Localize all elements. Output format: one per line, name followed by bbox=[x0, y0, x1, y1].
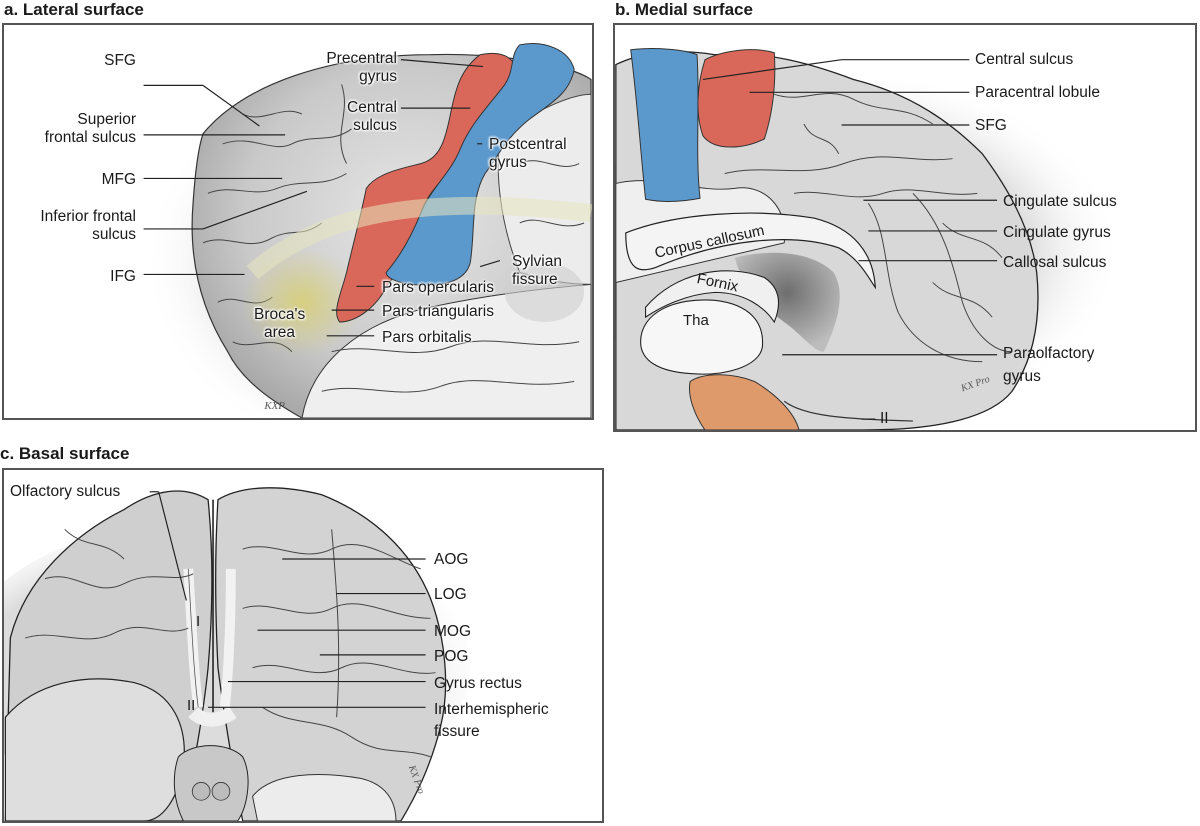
mammillary-body-left bbox=[191, 782, 211, 801]
corpus-callosum bbox=[625, 212, 877, 290]
label-mog: MOG bbox=[434, 623, 472, 640]
label-thalamus: Tha bbox=[683, 312, 709, 329]
label-sfg-medial: SFG bbox=[975, 117, 1007, 134]
lateral-leader-lines bbox=[143, 59, 501, 337]
olfactory-tract-outline bbox=[187, 568, 199, 708]
lateral-surface-panel: KXP SFG Superior frontal sulcus MFG Infe… bbox=[2, 23, 594, 420]
label-superior-frontal-sulcus-line2: frontal sulcus bbox=[44, 129, 136, 146]
label-inferior-frontal-sulcus-line2: sulcus bbox=[92, 226, 136, 243]
left-temporal-pole bbox=[4, 678, 185, 821]
label-brocas-area-line2: area bbox=[264, 324, 296, 341]
label-optic-nerve-ii: II bbox=[880, 410, 889, 427]
basal-brain-illustration: KX Pro bbox=[4, 487, 471, 821]
basal-panel-title: c. Basal surface bbox=[0, 444, 130, 463]
label-superior-frontal-sulcus-line1: Superior bbox=[77, 111, 136, 128]
optic-chiasm bbox=[188, 706, 237, 727]
medial-sulci bbox=[724, 93, 1012, 363]
label-mfg: MFG bbox=[101, 171, 136, 188]
basal-sulci bbox=[25, 528, 436, 758]
label-brocas-area-line1: Broca's bbox=[254, 306, 306, 323]
label-inferior-frontal-sulcus-line1: Inferior frontal bbox=[40, 208, 136, 225]
basal-surface-panel: KX Pro Olfactory sulcus AOG LOG MOG POG … bbox=[2, 468, 604, 823]
label-pars-orbitalis: Pars orbitalis bbox=[382, 329, 472, 346]
label-precentral-gyrus-line1: Precentral bbox=[326, 50, 397, 67]
artist-signature: KXP bbox=[263, 400, 285, 412]
medial-panel-title: b. Medial surface bbox=[615, 0, 753, 19]
medial-surface-panel: KX Pro Central sulcus Paracentral lobule… bbox=[613, 23, 1197, 432]
brainstem bbox=[173, 745, 249, 821]
label-sfg: SFG bbox=[104, 52, 136, 69]
label-paraolfactory-gyrus-line2: gyrus bbox=[1003, 368, 1041, 385]
optic-nerve bbox=[783, 400, 913, 422]
label-gyrus-rectus: Gyrus rectus bbox=[434, 675, 522, 692]
medial-brain-illustration: KX Pro bbox=[615, 48, 1151, 430]
postcentral-gyrus-region bbox=[385, 43, 575, 286]
label-pog: POG bbox=[434, 648, 469, 665]
label-aog: AOG bbox=[434, 551, 469, 568]
paracentral-lobule-region bbox=[697, 49, 776, 148]
arcuate-fasciculus bbox=[246, 196, 592, 280]
label-postcentral-gyrus-line2: gyrus bbox=[489, 154, 527, 171]
label-central-sulcus-line1: Central bbox=[347, 99, 397, 116]
label-callosal-sulcus: Callosal sulcus bbox=[1003, 254, 1107, 271]
olfactory-tract-right bbox=[219, 568, 236, 708]
label-log: LOG bbox=[434, 586, 467, 603]
label-sylvian-fissure-line1: Sylvian bbox=[512, 253, 562, 270]
label-sylvian-fissure-line2: fissure bbox=[512, 271, 558, 288]
label-olfactory-sulcus: Olfactory sulcus bbox=[10, 483, 121, 500]
medial-postcentral-region bbox=[630, 48, 701, 202]
label-cingulate-gyrus: Cingulate gyrus bbox=[1003, 224, 1111, 241]
label-cingulate-sulcus: Cingulate sulcus bbox=[1003, 193, 1117, 210]
sylvian-stipple bbox=[504, 262, 585, 322]
label-ifg: IFG bbox=[110, 268, 136, 285]
frontal-sulci bbox=[202, 84, 585, 393]
label-central-sulcus-line2: sulcus bbox=[353, 117, 397, 134]
label-pars-opercularis: Pars opercularis bbox=[382, 279, 494, 296]
label-olfactory-nerve-i: I bbox=[196, 613, 201, 630]
lateral-brain-illustration: KXP bbox=[143, 43, 592, 418]
thalamus bbox=[640, 299, 764, 375]
label-optic-nerve-ii-basal: II bbox=[187, 697, 196, 714]
label-paracentral-lobule: Paracentral lobule bbox=[975, 84, 1100, 101]
broca-area-highlight bbox=[242, 247, 362, 357]
label-paraolfactory-gyrus-line1: Paraolfactory bbox=[1003, 345, 1095, 362]
lateral-panel-title: a. Lateral surface bbox=[4, 0, 144, 19]
label-central-sulcus: Central sulcus bbox=[975, 51, 1074, 68]
label-pars-triangularis: Pars triangularis bbox=[382, 303, 494, 320]
mammillary-body-right bbox=[211, 782, 231, 801]
medial-leader-lines bbox=[702, 59, 998, 420]
label-interhemispheric-fissure-line1: Interhemispheric bbox=[434, 701, 549, 718]
basal-leader-lines bbox=[149, 491, 426, 708]
fornix bbox=[645, 270, 780, 324]
label-precentral-gyrus-line2: gyrus bbox=[359, 68, 397, 85]
pituitary-region bbox=[689, 374, 800, 430]
label-interhemispheric-fissure-line2: fissure bbox=[434, 723, 480, 740]
cerebellum-section bbox=[252, 774, 397, 821]
label-postcentral-gyrus-line1: Postcentral bbox=[489, 136, 567, 153]
